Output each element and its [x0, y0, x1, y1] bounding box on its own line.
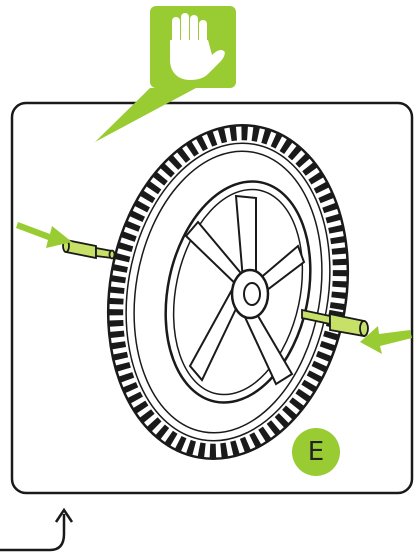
wheel [83, 106, 374, 478]
step-label: E [292, 428, 340, 476]
axle-bolt-left [63, 240, 115, 259]
hand-callout [95, 6, 236, 142]
curved-arrow-up-icon [0, 510, 72, 550]
